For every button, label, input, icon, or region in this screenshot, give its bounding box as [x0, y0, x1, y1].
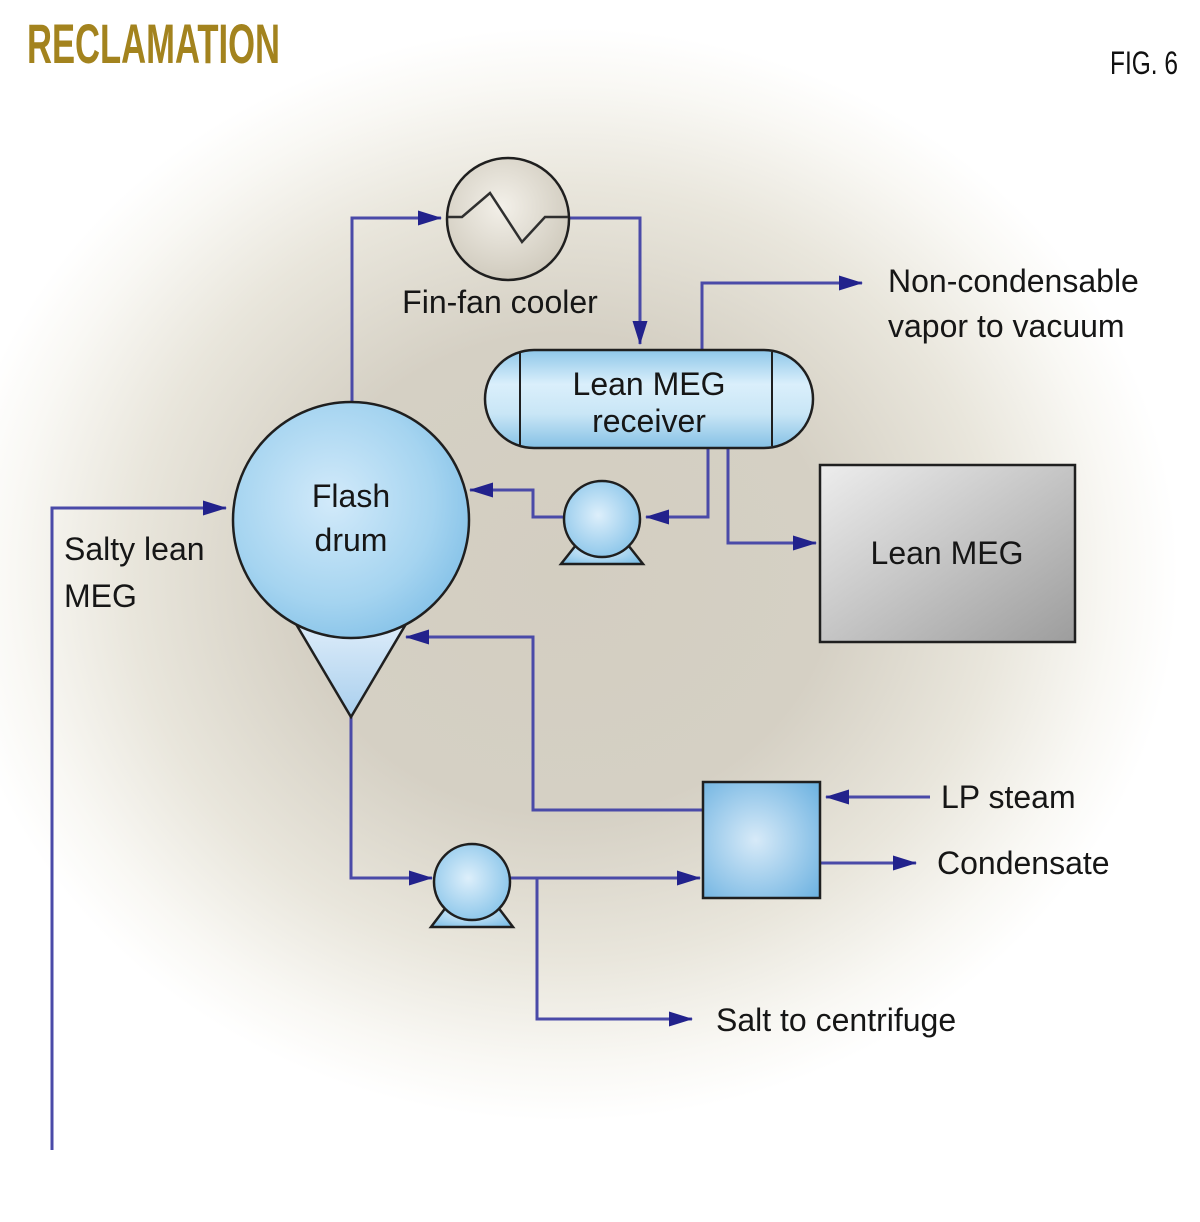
- pipe-pump-to-drum: [469, 482, 566, 519]
- flash-drum-vessel: [231, 400, 471, 640]
- lean-meg-receiver-vessel: [483, 348, 815, 450]
- fin-fan-cooler-label: Fin-fan cooler: [402, 284, 598, 320]
- lean-meg-tank-label: Lean MEG: [871, 535, 1024, 571]
- non-condensable-label-line1: Non-condensable: [888, 263, 1139, 299]
- fin-fan-zigzag-icon: [448, 191, 568, 245]
- salt-to-centrifuge-label: Salt to centrifuge: [716, 1002, 956, 1038]
- pipe-cone-to-pump: [349, 715, 433, 886]
- salty-lean-meg-label-line2: MEG: [64, 578, 137, 614]
- condensate-label: Condensate: [937, 845, 1110, 881]
- salty-lean-meg-label-line1: Salty lean: [64, 531, 205, 567]
- pipe-receiver-to-pump: [645, 446, 710, 525]
- pipe-heater-to-drum-cone: [405, 629, 705, 812]
- pipe-salt-branch: [535, 878, 693, 1027]
- pump-2: [432, 842, 512, 922]
- lean-meg-receiver-label-line2: receiver: [592, 403, 706, 439]
- flash-drum-label-line1: Flash: [312, 478, 390, 514]
- pipe-receiver-to-tank: [726, 446, 817, 551]
- lean-meg-tank: [818, 463, 1077, 644]
- lean-meg-receiver-label-line1: Lean MEG: [573, 366, 726, 402]
- page-title: RECLAMATION: [27, 12, 280, 75]
- pipe-vent-to-vacuum: [700, 275, 863, 352]
- non-condensable-label-line2: vapor to vacuum: [888, 308, 1125, 344]
- pipe-cooler-to-receiver: [569, 216, 648, 345]
- heater-box: [701, 780, 822, 900]
- pump-1: [562, 479, 642, 559]
- flash-drum-label-line2: drum: [315, 522, 388, 558]
- figure-label: FIG. 6: [1110, 45, 1178, 81]
- pipe-salty-feed: [50, 500, 227, 1150]
- lp-steam-label: LP steam: [941, 779, 1076, 815]
- pipe-drum-to-cooler: [350, 210, 442, 404]
